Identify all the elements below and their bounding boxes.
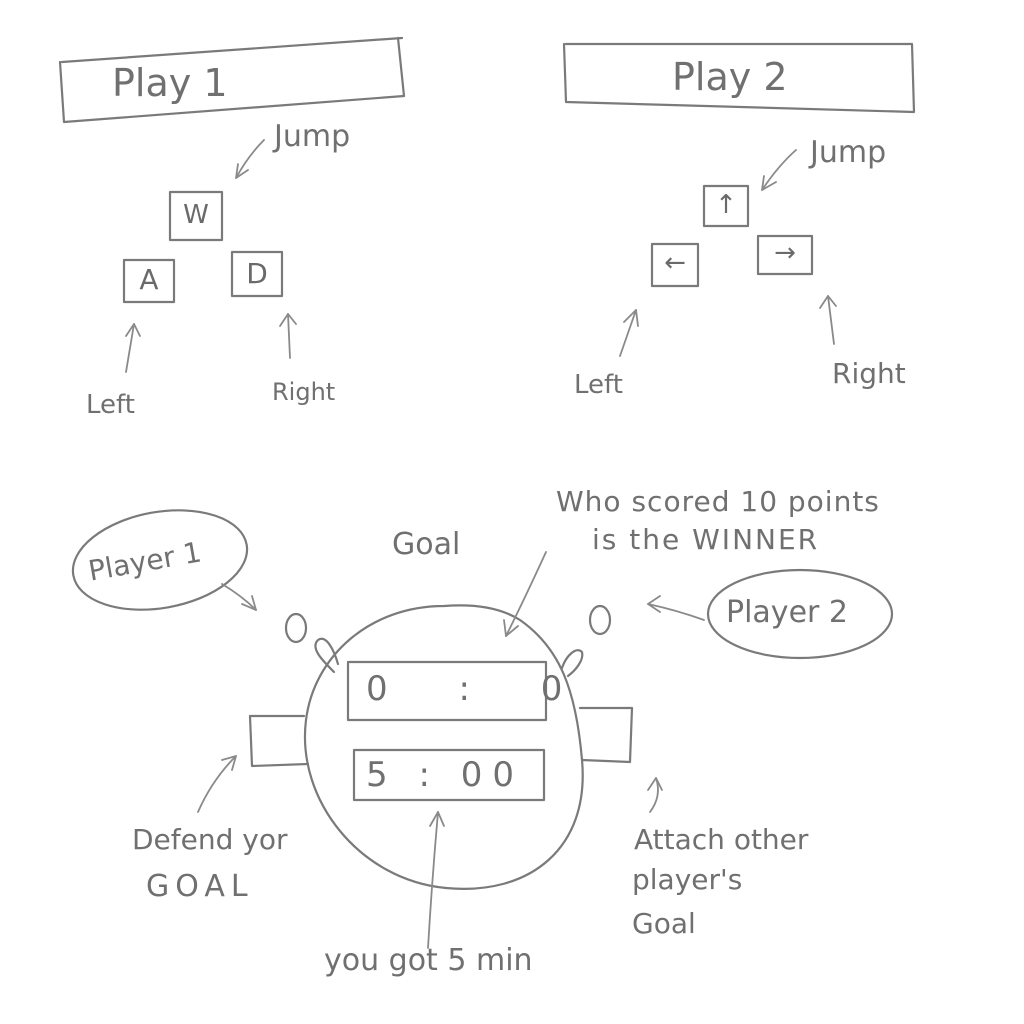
player2-label: Player 2: [726, 595, 848, 630]
play1-left-label: Left: [86, 390, 135, 420]
play1-right-arrow: [279, 313, 297, 359]
play2-jump-arrow: [761, 149, 797, 191]
key-w-box: [168, 190, 224, 242]
goal-left: [248, 714, 310, 768]
play1-right-label: Right: [272, 378, 336, 406]
winner-note-arrow: [503, 551, 547, 637]
key-up-label: ↑: [715, 190, 737, 220]
attack-note-line3: Goal: [632, 907, 696, 940]
player1-oval: [71, 509, 249, 611]
winner-note-line2: is the WINNER: [592, 523, 820, 556]
play2-right-arrow: [819, 295, 837, 345]
time-note: you got 5 min: [324, 943, 533, 978]
score-display: 0 : 0: [366, 669, 593, 709]
timer-display: 5 : 00: [366, 755, 524, 795]
play1-left-arrow: [125, 323, 141, 373]
ball-left: [284, 612, 308, 644]
play2-right-label: Right: [832, 357, 906, 390]
ball-right: [588, 604, 612, 636]
play1-jump-label: Jump: [274, 119, 351, 154]
defend-note-line2: GOAL: [146, 869, 254, 904]
play2-left-label: Left: [574, 370, 623, 400]
winner-note-line1: Who scored 10 points: [556, 485, 880, 518]
key-right-label: →: [774, 238, 796, 268]
play1-title-box: [58, 36, 406, 124]
key-left-box: [650, 242, 700, 288]
key-d-box: [230, 250, 284, 298]
play2-left-arrow: [619, 309, 639, 357]
play1-title: Play 1: [112, 61, 228, 105]
key-a-label: A: [139, 263, 159, 296]
attack-note-line1: Attach other: [634, 823, 809, 856]
key-left-label: ←: [664, 248, 686, 278]
key-up-box: [702, 184, 750, 228]
round-field: [303, 604, 584, 890]
defend-arrow: [197, 755, 237, 813]
timer-box: [352, 748, 546, 802]
key-d-label: D: [246, 257, 268, 290]
key-w-label: W: [183, 200, 209, 230]
attack-note-line2: player's: [632, 863, 743, 896]
attack-arrow: [647, 777, 663, 813]
player1-pointer-arrow: [221, 583, 257, 611]
player2-oval: [706, 568, 894, 660]
play1-jump-arrow: [235, 139, 265, 179]
timer-arrow: [427, 811, 445, 949]
goal-label: Goal: [392, 527, 461, 562]
play2-jump-label: Jump: [810, 135, 887, 170]
play2-title-box: [562, 42, 916, 114]
key-right-box: [756, 234, 814, 276]
defend-note-line1: Defend yor: [132, 823, 288, 856]
key-a-box: [122, 258, 176, 304]
goal-right: [578, 706, 634, 764]
player2-pointer-arrow: [647, 595, 705, 621]
play2-title: Play 2: [672, 55, 788, 99]
score-box: [346, 660, 548, 722]
